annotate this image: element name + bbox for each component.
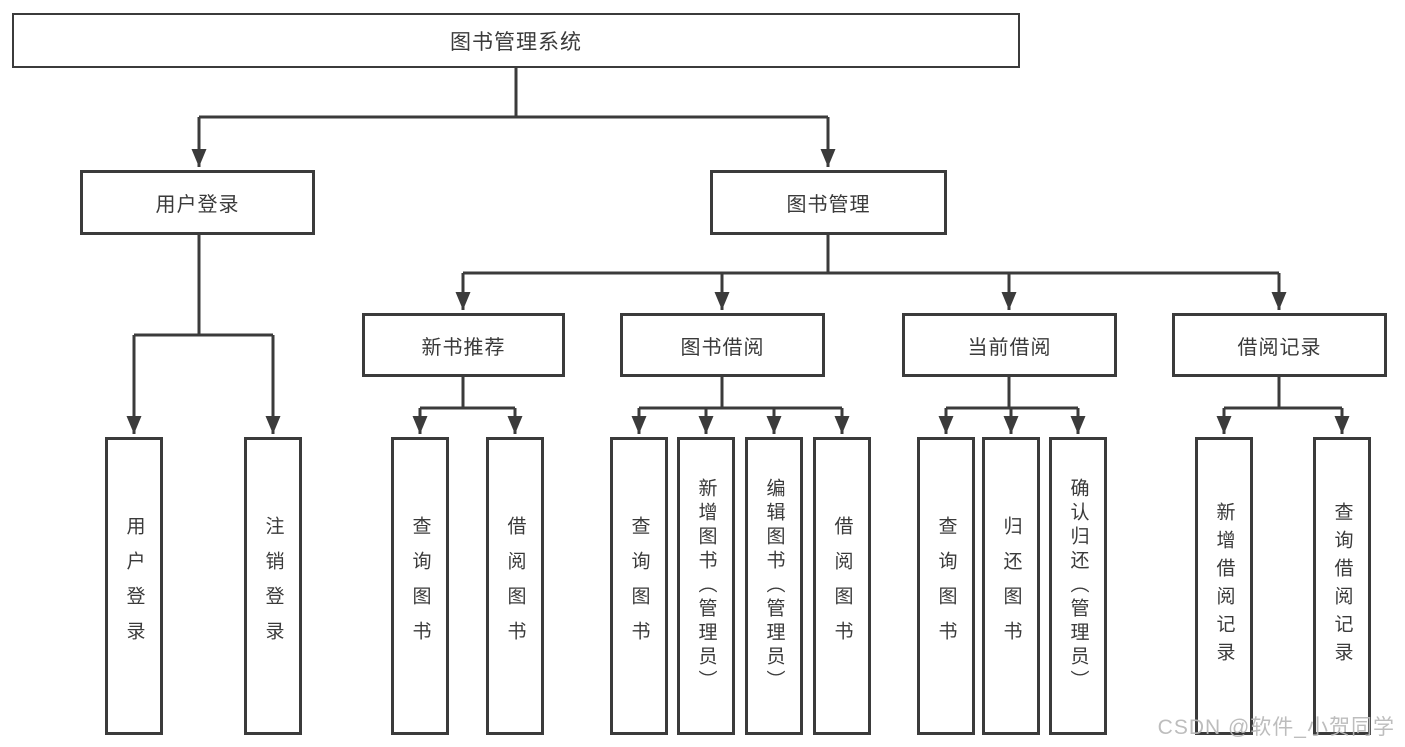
node-new-book-recommend: 新书推荐 — [362, 313, 565, 377]
leaf-confirm-return-admin: 确认归还（管理员） — [1049, 437, 1107, 735]
node-user-login: 用户登录 — [80, 170, 315, 235]
leaf-borrow-books-recommend: 借阅图书 — [486, 437, 544, 735]
leaf-query-books-recommend: 查询图书 — [391, 437, 449, 735]
leaf-add-book-admin: 新增图书（管理员） — [677, 437, 735, 735]
node-borrow-records: 借阅记录 — [1172, 313, 1387, 377]
leaf-add-borrow-record: 新增借阅记录 — [1195, 437, 1253, 735]
leaf-borrow-books: 借阅图书 — [813, 437, 871, 735]
leaf-query-books-current: 查询图书 — [917, 437, 975, 735]
csdn-watermark: CSDN @软件_小贺同学 — [1157, 716, 1395, 739]
leaf-return-book: 归还图书 — [982, 437, 1040, 735]
node-library-management-system: 图书管理系统 — [12, 13, 1020, 68]
leaf-query-books-borrow: 查询图书 — [610, 437, 668, 735]
leaf-edit-book-admin: 编辑图书（管理员） — [745, 437, 803, 735]
leaf-query-borrow-record: 查询借阅记录 — [1313, 437, 1371, 735]
leaf-user-login: 用户登录 — [105, 437, 163, 735]
node-book-borrow: 图书借阅 — [620, 313, 825, 377]
node-current-borrow: 当前借阅 — [902, 313, 1117, 377]
node-book-management: 图书管理 — [710, 170, 947, 235]
leaf-logout: 注销登录 — [244, 437, 302, 735]
